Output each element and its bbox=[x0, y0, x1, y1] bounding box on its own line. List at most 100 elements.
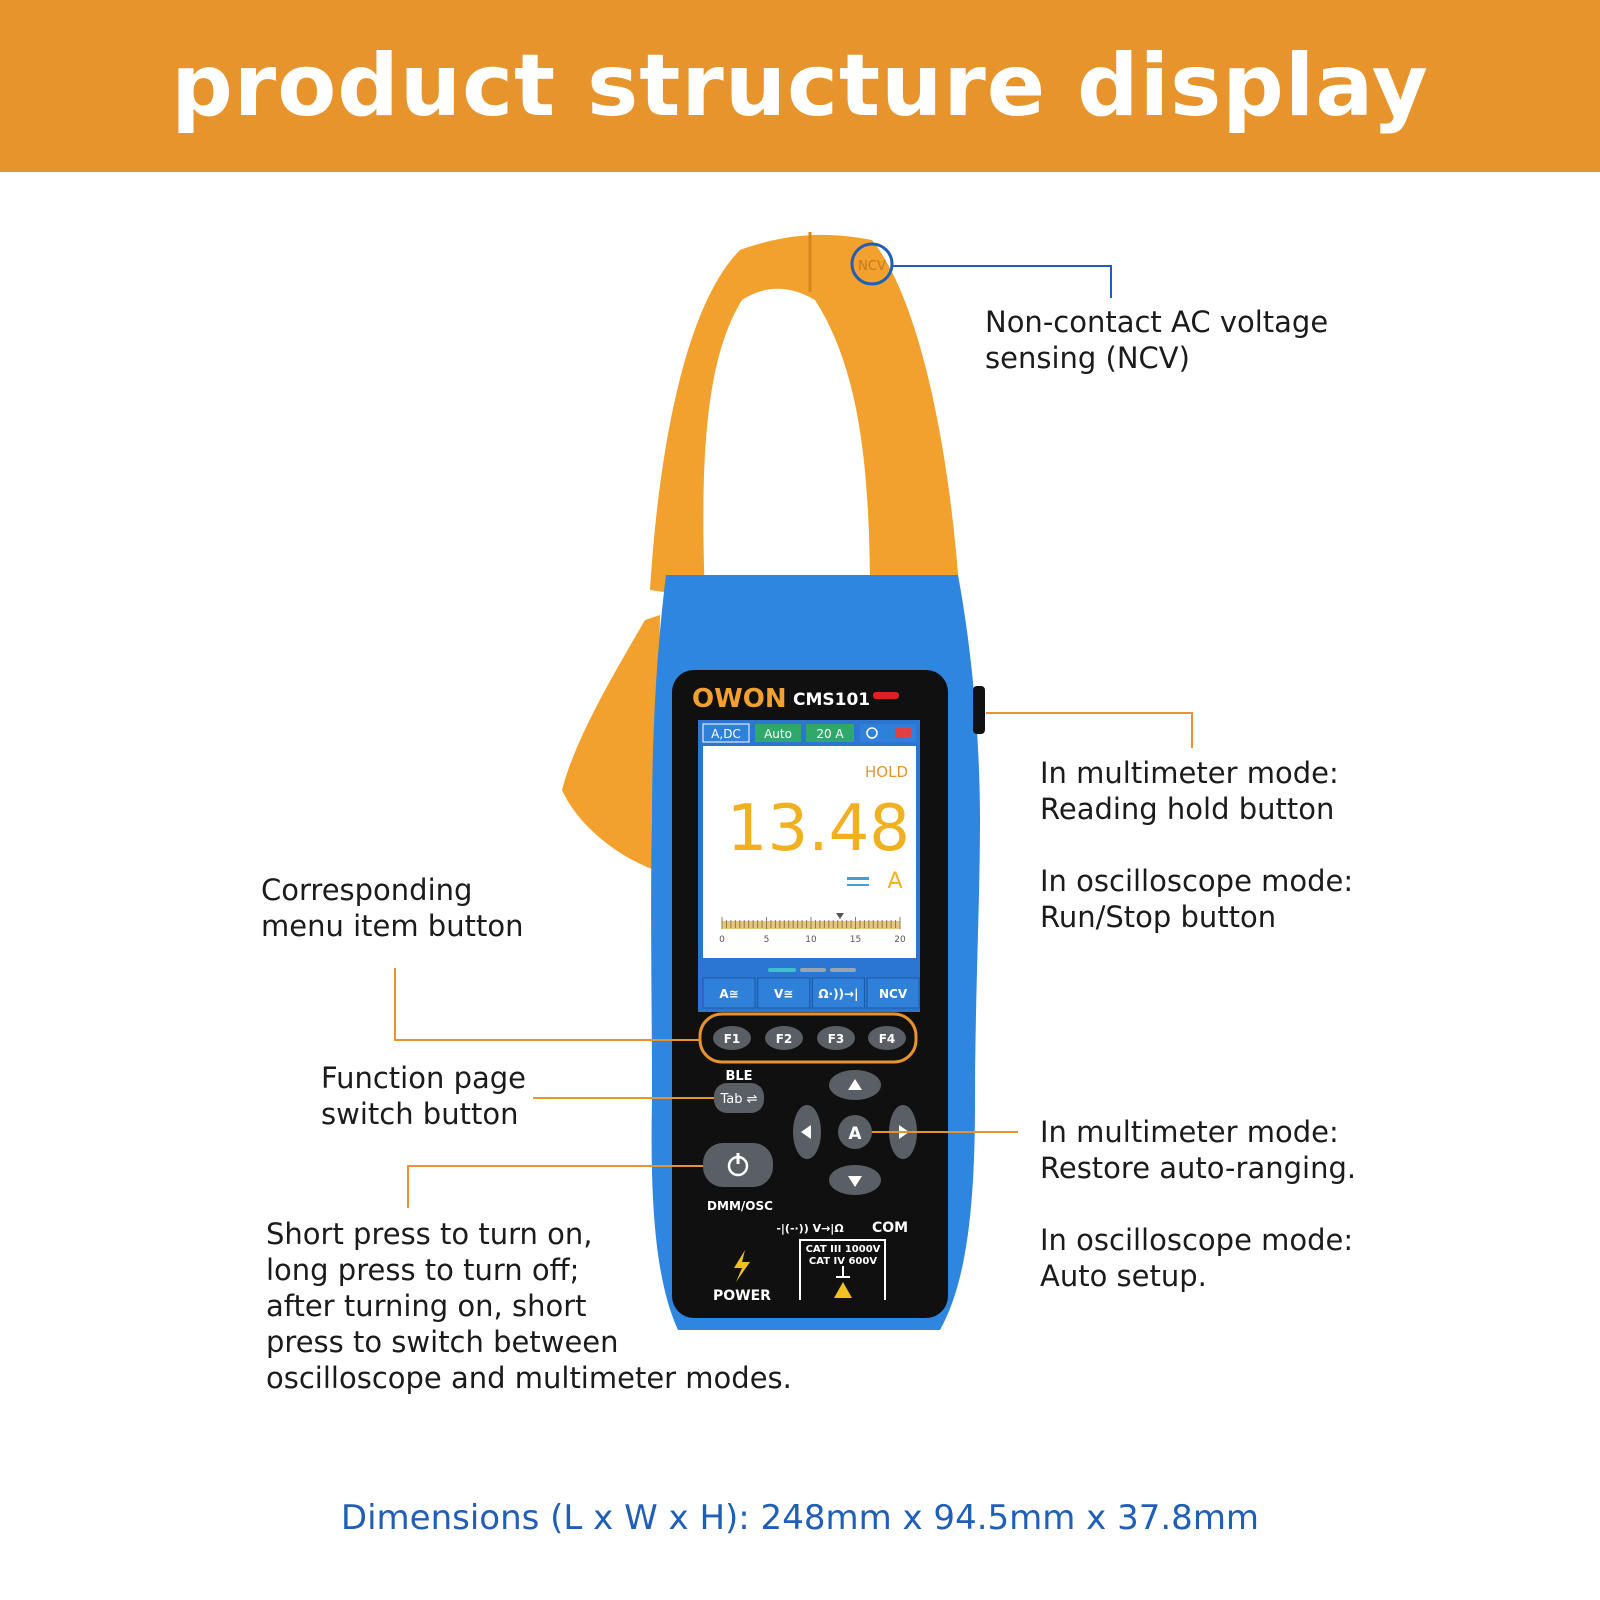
status-tag-auto: Auto bbox=[764, 727, 792, 741]
f-button-label: F4 bbox=[879, 1032, 896, 1046]
warning-icon bbox=[834, 1282, 852, 1298]
scale-tick bbox=[832, 920, 834, 928]
leader-menu bbox=[394, 968, 700, 1041]
callout-auto-osc-line-2: Auto setup. bbox=[1040, 1259, 1207, 1293]
scale-tick bbox=[895, 920, 897, 928]
down-arrow-icon bbox=[848, 1176, 862, 1187]
cat-rating-2: CAT IV 600V bbox=[809, 1256, 877, 1267]
terminal-bracket bbox=[799, 1239, 886, 1300]
ground-symbol-stem bbox=[842, 1266, 844, 1276]
f-button-highlight bbox=[698, 1012, 918, 1064]
power-icon-bar bbox=[736, 1153, 740, 1164]
scale-tick bbox=[757, 920, 759, 928]
f-button-4[interactable] bbox=[868, 1026, 906, 1050]
cat-rating-1: CAT III 1000V bbox=[806, 1244, 881, 1255]
scale-tick bbox=[779, 920, 781, 928]
screen-status-tag-0 bbox=[702, 723, 750, 743]
callout-ncv-line-1: Non-contact AC voltage bbox=[985, 305, 1329, 339]
auto-button-label: A bbox=[848, 1124, 862, 1144]
scale-tick bbox=[721, 917, 723, 929]
scale-tick bbox=[863, 920, 865, 928]
callout-function-line-2: switch button bbox=[321, 1097, 519, 1131]
com-label: COM bbox=[872, 1220, 908, 1236]
scale-tick bbox=[859, 920, 861, 928]
callout-function: Function page switch button bbox=[321, 1060, 526, 1132]
scale-tick bbox=[828, 920, 830, 928]
auto-button[interactable] bbox=[838, 1115, 872, 1149]
function-tab-1 bbox=[757, 977, 811, 1009]
scale-tick bbox=[748, 920, 750, 928]
dc-symbol-top bbox=[847, 877, 869, 880]
power-label: POWER bbox=[713, 1288, 771, 1304]
callout-power-line-4: press to switch between bbox=[266, 1325, 619, 1359]
scale-tick bbox=[739, 920, 741, 928]
function-tab-label: V≅ bbox=[774, 987, 793, 1001]
ncv-sensor-icon bbox=[850, 242, 894, 286]
terminal-symbols: -|(-·)) V→|Ω bbox=[776, 1222, 844, 1235]
callout-auto-dmm: In multimeter mode: Restore auto-ranging… bbox=[1040, 1114, 1356, 1186]
callout-function-line-1: Function page bbox=[321, 1061, 526, 1095]
scale-tick bbox=[792, 920, 794, 928]
callout-hold-osc: In oscilloscope mode: Run/Stop button bbox=[1040, 863, 1353, 935]
jaw-trigger bbox=[562, 615, 660, 870]
scale-tick bbox=[814, 920, 816, 928]
callout-hold-dmm-line-1: In multimeter mode: bbox=[1040, 756, 1339, 790]
tab-button[interactable] bbox=[714, 1083, 764, 1113]
function-tab-0 bbox=[702, 977, 756, 1009]
page-title: product structure display bbox=[171, 36, 1429, 136]
callout-auto-osc: In oscilloscope mode: Auto setup. bbox=[1040, 1222, 1353, 1294]
screen-status-tag-2 bbox=[806, 724, 854, 742]
callout-power-line-3: after turning on, short bbox=[266, 1289, 587, 1323]
side-hold-button[interactable] bbox=[973, 686, 985, 734]
scale-tick bbox=[850, 920, 852, 928]
f-button-label: F2 bbox=[776, 1032, 793, 1046]
scale-tick-label: 10 bbox=[805, 935, 817, 945]
brand-logo: OWON bbox=[692, 684, 787, 714]
scale-tick bbox=[823, 920, 825, 928]
scale-tick bbox=[841, 920, 843, 928]
function-tab-3 bbox=[866, 977, 920, 1009]
scale-tick bbox=[783, 920, 785, 928]
f-button-3[interactable] bbox=[817, 1026, 855, 1050]
screen-status-tag-1 bbox=[755, 724, 801, 742]
ble-label: BLE bbox=[725, 1069, 752, 1084]
scale-tick bbox=[872, 920, 874, 928]
callout-hold-dmm-line-2: Reading hold button bbox=[1040, 792, 1335, 826]
f-button-1[interactable] bbox=[713, 1026, 751, 1050]
callout-power-line-1: Short press to turn on, bbox=[266, 1217, 593, 1251]
clock-icon bbox=[866, 727, 878, 739]
f-button-2[interactable] bbox=[765, 1026, 803, 1050]
dc-symbol-bottom bbox=[847, 884, 869, 886]
callout-auto-osc-line-1: In oscilloscope mode: bbox=[1040, 1223, 1354, 1257]
function-tab-label: Ω·))→| bbox=[818, 987, 858, 1001]
scale-tick-label: 15 bbox=[850, 935, 861, 945]
scale-tick bbox=[774, 920, 776, 928]
f-button-label: F1 bbox=[724, 1032, 741, 1046]
scale-tick bbox=[788, 920, 790, 928]
scale-tick bbox=[837, 920, 839, 928]
scale-tick bbox=[801, 920, 803, 928]
scale-tick bbox=[766, 917, 767, 929]
scale-tick bbox=[730, 920, 732, 928]
scale-tick bbox=[886, 920, 888, 928]
scale-tick bbox=[819, 920, 821, 928]
scale-tick-label: 5 bbox=[764, 935, 770, 945]
dimensions-text: Dimensions (L x W x H): 248mm x 94.5mm x… bbox=[340, 1498, 1260, 1538]
power-button[interactable] bbox=[703, 1143, 773, 1187]
scale-pointer bbox=[836, 913, 844, 919]
status-tag-range: 20 A bbox=[816, 727, 844, 741]
scale-tick bbox=[743, 920, 745, 928]
page-dot-active bbox=[768, 968, 796, 972]
function-tab-label: NCV bbox=[879, 987, 908, 1001]
scale-tick-label: 0 bbox=[719, 935, 725, 945]
callout-hold-osc-line-1: In oscilloscope mode: bbox=[1040, 864, 1354, 898]
leader-ncv bbox=[892, 265, 1112, 298]
status-tag-adc: A,DC bbox=[711, 727, 741, 741]
hold-indicator: HOLD bbox=[865, 763, 908, 781]
mode-label: DMM/OSC bbox=[707, 1199, 773, 1213]
clamp-jaw bbox=[650, 234, 960, 600]
ground-symbol-bar bbox=[836, 1276, 850, 1278]
